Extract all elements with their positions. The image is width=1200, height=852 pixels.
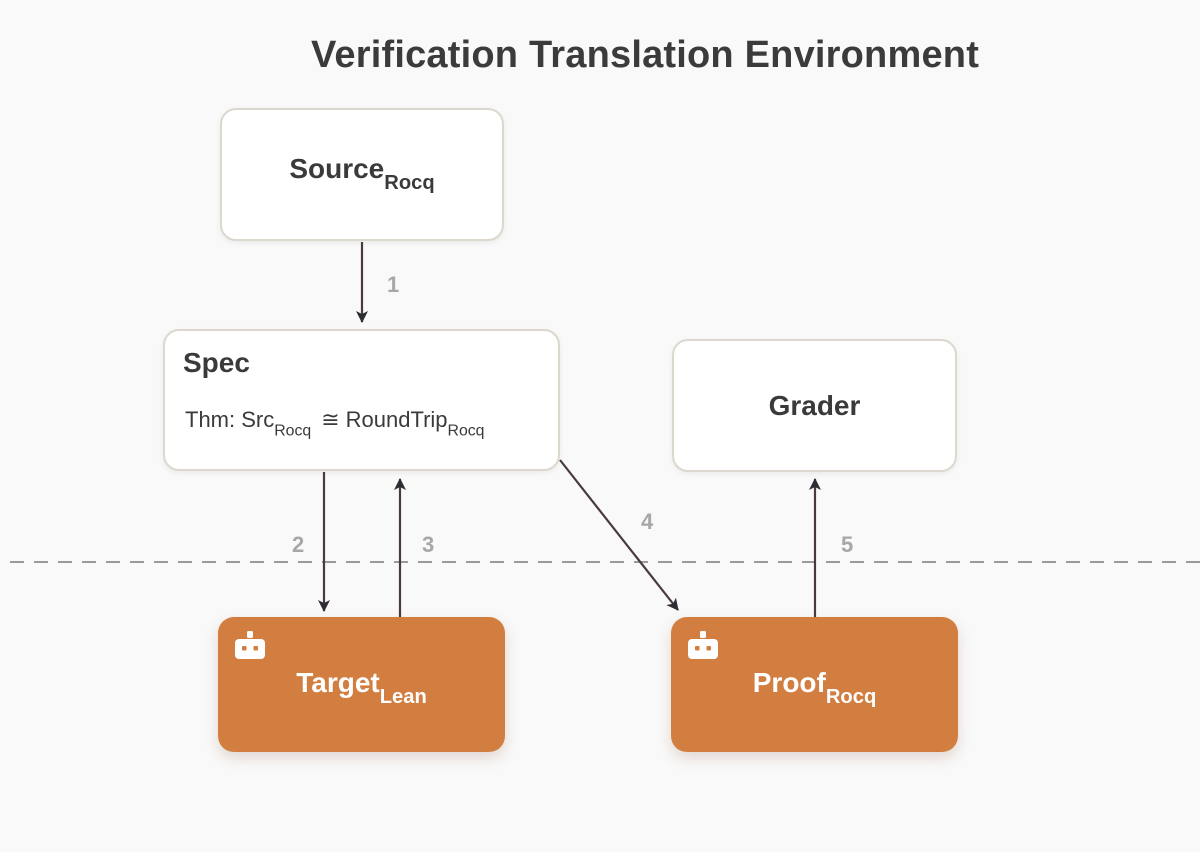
spec-theorem: Thm: SrcRocq≅RoundTripRocq	[185, 407, 485, 440]
robot-icon	[687, 631, 719, 668]
edge-label-1: 1	[387, 272, 400, 297]
edge-label-3: 3	[422, 532, 435, 557]
spec-node: Spec Thm: SrcRocq≅RoundTripRocq	[163, 329, 560, 471]
target-label: TargetLean	[296, 667, 427, 709]
target-node: TargetLean	[218, 617, 505, 752]
proof-subscript: Rocq	[825, 686, 877, 709]
diagram-title: Verification Translation Environment	[310, 34, 980, 76]
source-subscript: Rocq	[384, 172, 435, 195]
spec-title: Spec	[183, 347, 250, 378]
proof-label: ProofRocq	[752, 667, 877, 709]
proof-node: ProofRocq	[671, 617, 958, 752]
grader-label: Grader	[768, 389, 861, 421]
edge-4-arrow	[559, 459, 679, 611]
source-label: SourceRocq	[289, 153, 435, 195]
target-subscript: Lean	[379, 686, 427, 709]
congruence-symbol: ≅	[321, 407, 340, 432]
grader-node: Grader	[672, 339, 957, 472]
edge-label-5: 5	[841, 532, 854, 557]
source-node: SourceRocq	[220, 108, 504, 241]
edge-label-4: 4	[641, 509, 654, 534]
robot-icon	[234, 631, 266, 668]
edge-label-2: 2	[292, 532, 305, 557]
